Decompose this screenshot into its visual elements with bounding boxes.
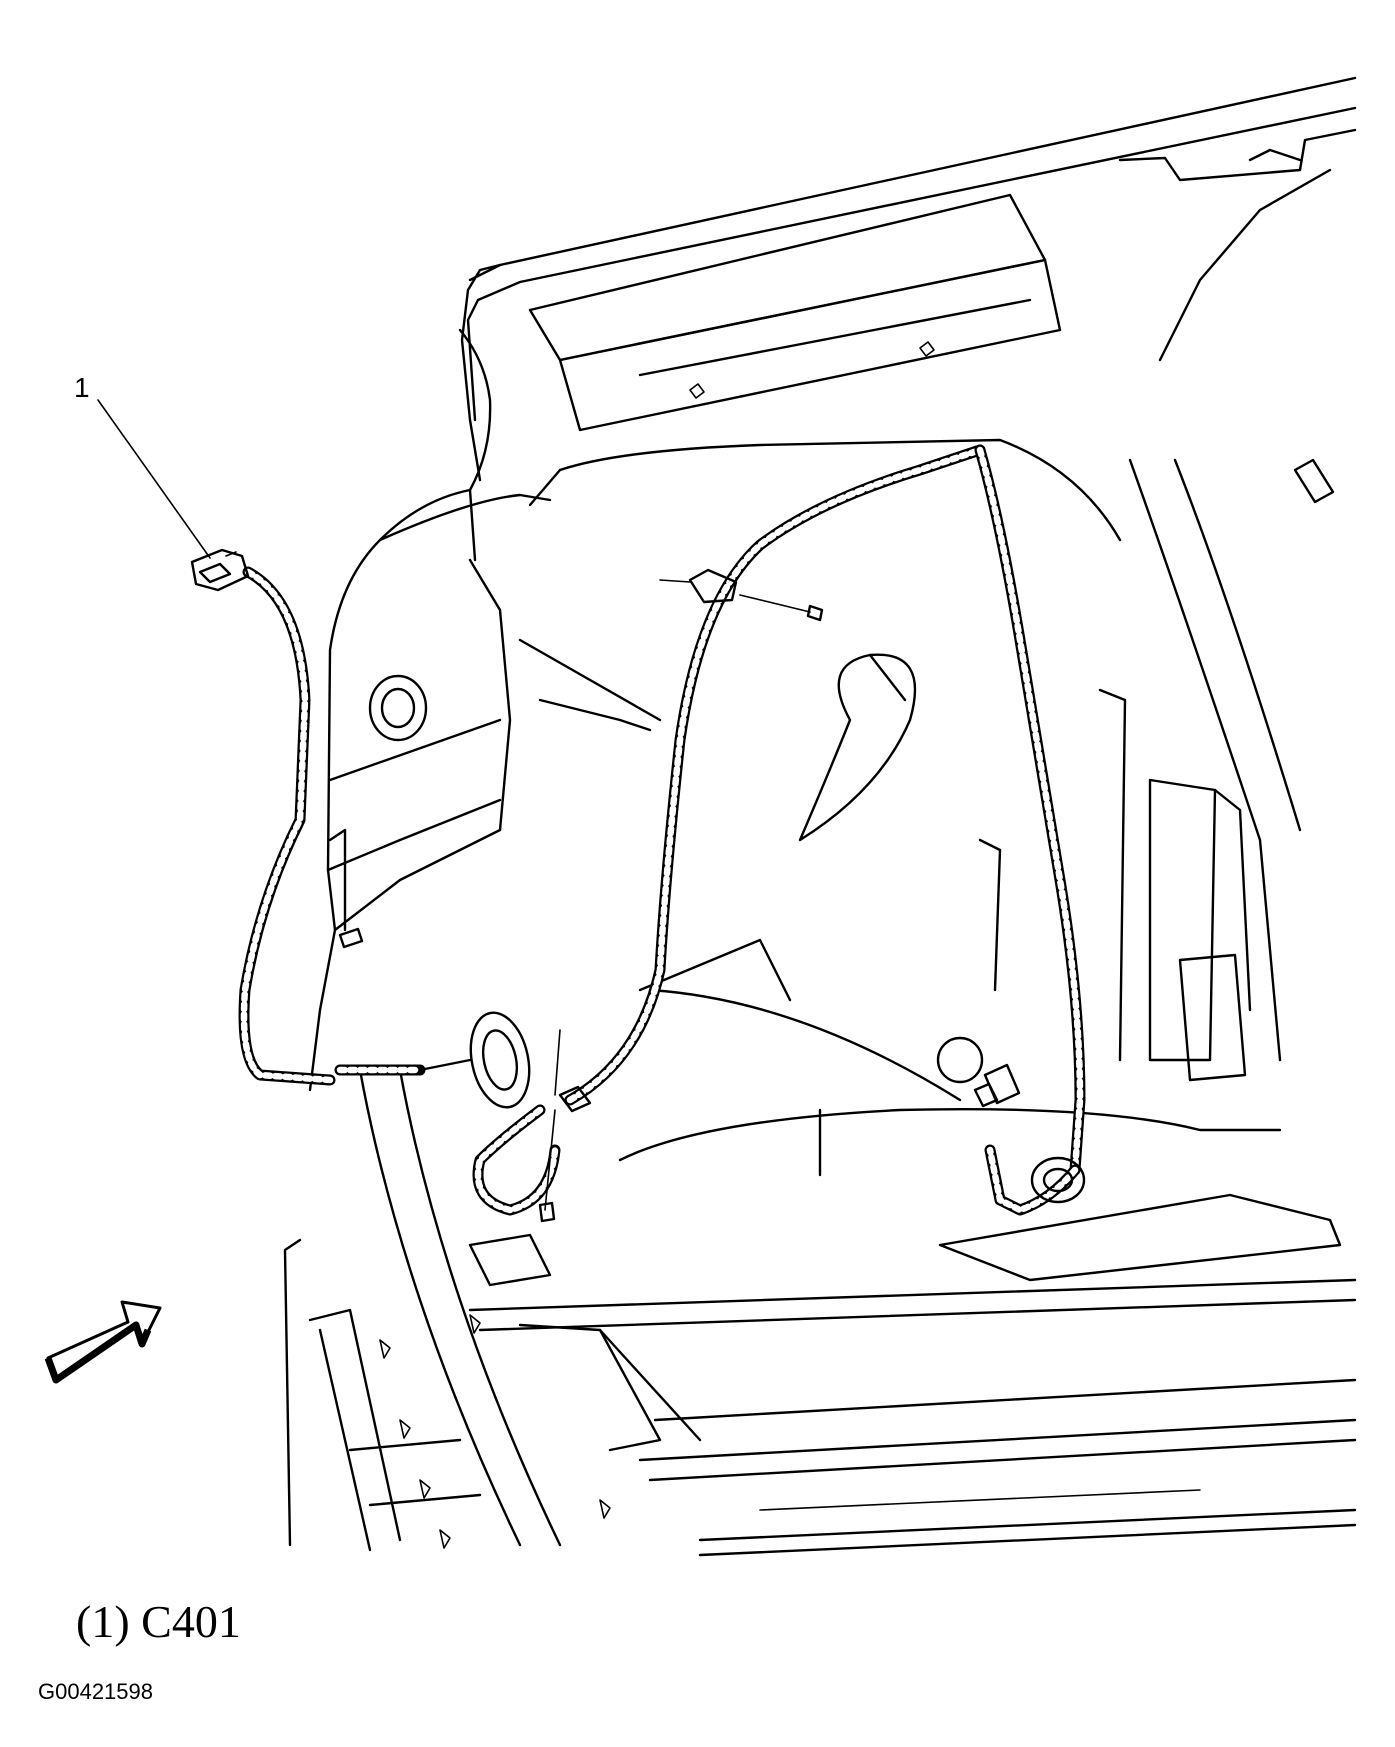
left-quarter-panel — [308, 328, 552, 1092]
view-direction-arrow-icon — [44, 1300, 162, 1384]
rear-deck-panel — [460, 76, 1357, 482]
rear-connector — [973, 1063, 1021, 1108]
floor-crossmember — [468, 1193, 1357, 1557]
caption-legend: (1) C401 — [76, 1596, 241, 1647]
sill-rail — [283, 1068, 611, 1552]
harness-clips — [418, 568, 1086, 1223]
connector-icon — [190, 548, 250, 592]
figure-id: G00421598 — [38, 1679, 153, 1704]
callout-number: 1 — [74, 372, 90, 403]
trunk-floor — [518, 168, 1335, 1177]
wiring-harness — [238, 444, 1086, 1216]
callout-leader-line — [97, 399, 211, 559]
